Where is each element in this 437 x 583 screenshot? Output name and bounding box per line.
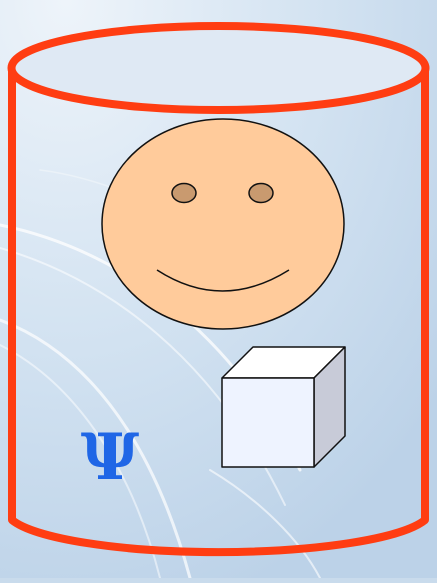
right-eye xyxy=(249,184,273,203)
cylinder-lid xyxy=(12,26,426,110)
left-eye xyxy=(172,184,196,203)
cube-icon xyxy=(222,347,345,467)
smiley-face-icon xyxy=(102,119,344,329)
cube-front-face xyxy=(222,378,314,467)
face-head xyxy=(102,119,344,329)
psi-symbol: Ψ xyxy=(81,420,140,495)
